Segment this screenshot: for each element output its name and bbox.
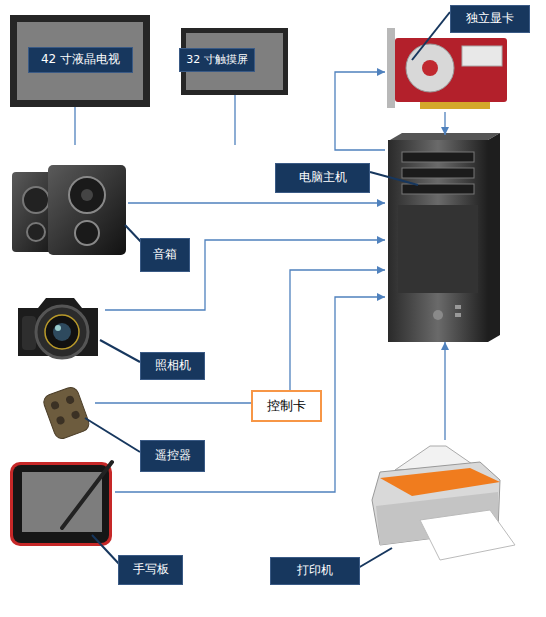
remote-button: [50, 400, 60, 410]
paper-out: [420, 510, 515, 560]
connector-arrow: [95, 402, 251, 403]
node-label: 遥控器: [140, 440, 205, 472]
tower-grille: [398, 205, 478, 293]
tablet-surface: [22, 472, 102, 532]
connector-arrow: [290, 270, 385, 390]
speaker-cone: [27, 223, 45, 241]
graphics-card-image: [387, 28, 507, 109]
speaker: 音箱: [10, 163, 128, 255]
node-label: 电脑主机: [275, 163, 370, 193]
node-label: 32 寸触摸屏: [179, 48, 255, 72]
lens-glass: [53, 323, 71, 341]
speaker-cone: [69, 177, 105, 213]
tablet-rim: [10, 462, 112, 546]
remote-button: [55, 415, 65, 425]
leader-line: [85, 418, 140, 452]
card-bracket: [387, 28, 395, 108]
node-label: 手写板: [118, 555, 183, 585]
node-label: 打印机: [270, 557, 360, 585]
touchscreen-wire: [234, 95, 235, 145]
connector-arrow: [115, 297, 385, 492]
tablet-pen: [62, 462, 112, 528]
drive-bay: [402, 168, 474, 178]
card-fan: [406, 44, 454, 92]
graphics-card: 独立显卡: [385, 40, 510, 112]
node-label: 控制卡: [253, 392, 320, 420]
card-contacts: [420, 102, 490, 109]
printer: 打印机: [365, 440, 520, 560]
remote-image: [42, 385, 92, 441]
speaker-dust-cap: [81, 189, 93, 201]
connector-arrow: [128, 202, 385, 203]
lens-glint: [55, 325, 61, 331]
node-label: 音箱: [140, 238, 190, 272]
speaker-cone: [75, 221, 99, 245]
remote-button: [65, 395, 75, 405]
speaker-image: [12, 165, 126, 255]
camera-image: [18, 298, 98, 358]
remote-control: 遥控器: [37, 385, 95, 438]
leader-line: [412, 12, 450, 60]
leader-line: [370, 172, 418, 185]
lens-ring: [45, 315, 79, 349]
leader-line: [100, 340, 140, 362]
remote-body: [42, 385, 92, 441]
drive-bay: [402, 184, 474, 194]
usb-port: [455, 313, 461, 317]
printer-image: [372, 446, 515, 560]
touch-screen: 32 寸触摸屏: [181, 28, 288, 95]
card-sticker: [462, 46, 502, 66]
tv-wire: [74, 107, 75, 145]
camera-lens: [36, 306, 88, 358]
tower-side: [488, 133, 500, 342]
connector-arrow: [444, 342, 445, 440]
remote-button: [70, 410, 80, 420]
printer-lid: [380, 468, 500, 496]
usb-port: [455, 305, 461, 309]
speaker-cone: [23, 187, 49, 213]
card-fan-hub: [422, 60, 438, 76]
computer-tower-image: [388, 133, 500, 342]
control-card: 控制卡: [251, 390, 322, 422]
node-label: 独立显卡: [450, 5, 530, 33]
power-button: [433, 310, 443, 320]
node-label: 42 寸液晶电视: [28, 47, 133, 73]
connector-arrow: [335, 72, 385, 150]
tower-top: [390, 133, 500, 140]
drive-bay: [402, 152, 474, 162]
computer-host: 电脑主机: [385, 135, 500, 342]
connector-arrow: [105, 240, 385, 310]
writing-tablet: 手写板: [8, 455, 115, 548]
card-board: [395, 38, 507, 102]
camera: 照相机: [15, 290, 105, 360]
node-label: 照相机: [140, 352, 205, 380]
speaker-right: [48, 165, 126, 255]
tablet-image: [10, 462, 112, 546]
tv-screen: 42 寸液晶电视: [10, 15, 150, 107]
tower-front: [388, 140, 488, 342]
camera-grip: [22, 316, 36, 350]
leader-line: [358, 548, 392, 568]
leader-line: [92, 535, 120, 565]
tablet-body: [13, 465, 109, 543]
connector-arrow: [444, 112, 445, 135]
